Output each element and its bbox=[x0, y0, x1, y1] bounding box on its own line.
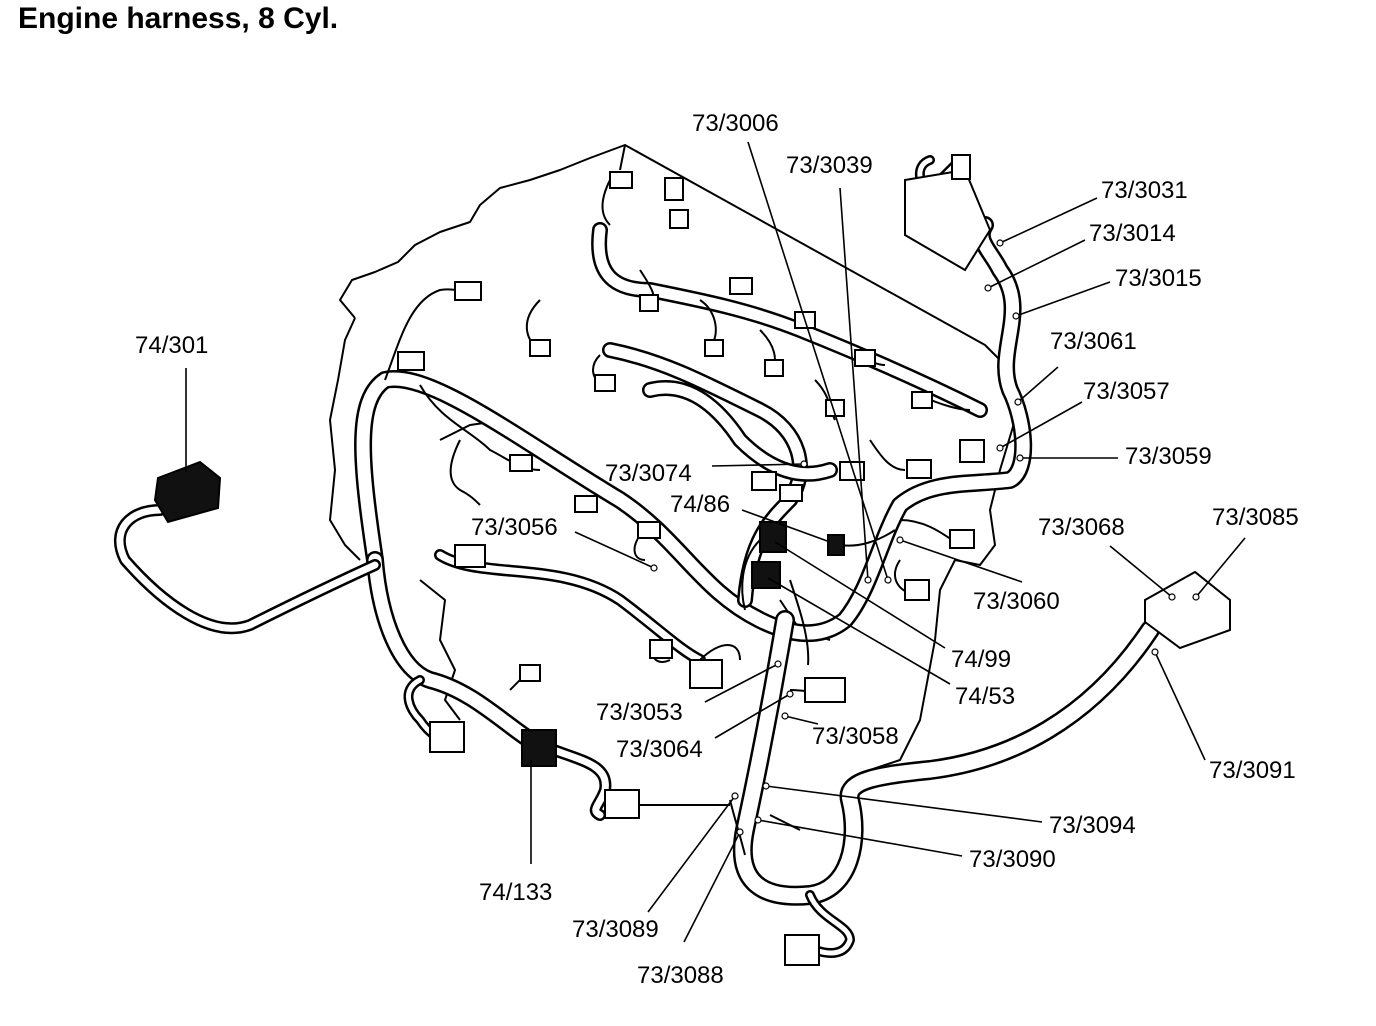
label-73-3031: 73/3031 bbox=[1101, 177, 1188, 204]
label-73-3091: 73/3091 bbox=[1209, 757, 1296, 784]
connector bbox=[609, 171, 633, 189]
leader-dots bbox=[650, 239, 1200, 836]
leader-lines bbox=[185, 141, 1246, 943]
label-73-3059: 73/3059 bbox=[1125, 443, 1212, 470]
control-module-box bbox=[904, 168, 992, 272]
label-74-86: 74/86 bbox=[670, 491, 730, 518]
label-73-3068: 73/3068 bbox=[1038, 514, 1125, 541]
connector bbox=[509, 454, 533, 472]
label-73-3085: 73/3085 bbox=[1212, 504, 1299, 531]
connector bbox=[949, 529, 975, 549]
connector-74-301 bbox=[153, 460, 222, 524]
connector bbox=[904, 579, 930, 601]
callout-labels: 74/301 73/3006 73/3039 73/3031 73/3014 7… bbox=[135, 110, 1299, 989]
label-73-3056: 73/3056 bbox=[471, 514, 558, 541]
connector bbox=[911, 391, 933, 409]
connector bbox=[519, 664, 541, 682]
connector bbox=[454, 544, 486, 568]
connector-74-53 bbox=[751, 561, 781, 589]
label-73-3061: 73/3061 bbox=[1050, 328, 1137, 355]
connector bbox=[951, 154, 971, 180]
connector bbox=[959, 439, 985, 463]
label-73-3060: 73/3060 bbox=[973, 588, 1060, 615]
connector bbox=[639, 294, 659, 312]
label-73-3088: 73/3088 bbox=[637, 962, 724, 989]
connector bbox=[454, 281, 482, 301]
connector bbox=[529, 339, 551, 357]
connector-74-133 bbox=[521, 729, 557, 767]
connector bbox=[637, 521, 661, 539]
connector bbox=[604, 789, 640, 819]
label-74-53: 74/53 bbox=[955, 683, 1015, 710]
connectors bbox=[153, 154, 1231, 966]
label-73-3074: 73/3074 bbox=[605, 460, 692, 487]
connector bbox=[751, 471, 777, 491]
connector bbox=[839, 461, 865, 481]
connector bbox=[906, 459, 932, 479]
junction-box bbox=[1144, 570, 1231, 650]
connector bbox=[397, 351, 425, 371]
label-73-3014: 73/3014 bbox=[1089, 220, 1176, 247]
label-73-3058: 73/3058 bbox=[812, 723, 899, 750]
connector bbox=[429, 721, 465, 753]
connector bbox=[779, 484, 803, 502]
label-74-99: 74/99 bbox=[951, 646, 1011, 673]
label-73-3015: 73/3015 bbox=[1115, 265, 1202, 292]
label-73-3064: 73/3064 bbox=[616, 736, 703, 763]
label-73-3089: 73/3089 bbox=[572, 916, 659, 943]
connector bbox=[729, 277, 753, 295]
connector bbox=[574, 495, 598, 513]
label-73-3006: 73/3006 bbox=[692, 110, 779, 137]
connector bbox=[804, 677, 846, 703]
page-title: Engine harness, 8 Cyl. bbox=[18, 2, 339, 35]
connector bbox=[854, 349, 876, 367]
connector bbox=[649, 639, 673, 659]
connector bbox=[704, 339, 724, 357]
label-74-133: 74/133 bbox=[479, 879, 552, 906]
connector-74-86 bbox=[827, 534, 845, 556]
label-73-3094: 73/3094 bbox=[1049, 812, 1136, 839]
connector bbox=[669, 209, 689, 229]
label-73-3057: 73/3057 bbox=[1083, 378, 1170, 405]
label-74-301: 74/301 bbox=[135, 332, 208, 359]
connector bbox=[594, 374, 616, 392]
connector bbox=[784, 934, 820, 966]
harness-trunks bbox=[114, 155, 1160, 958]
connector-74-99 bbox=[759, 521, 787, 553]
connector bbox=[689, 659, 723, 689]
label-73-3053: 73/3053 bbox=[596, 699, 683, 726]
connector bbox=[664, 177, 684, 201]
label-73-3039: 73/3039 bbox=[786, 152, 873, 179]
label-73-3090: 73/3090 bbox=[969, 846, 1056, 873]
connector bbox=[764, 359, 784, 377]
